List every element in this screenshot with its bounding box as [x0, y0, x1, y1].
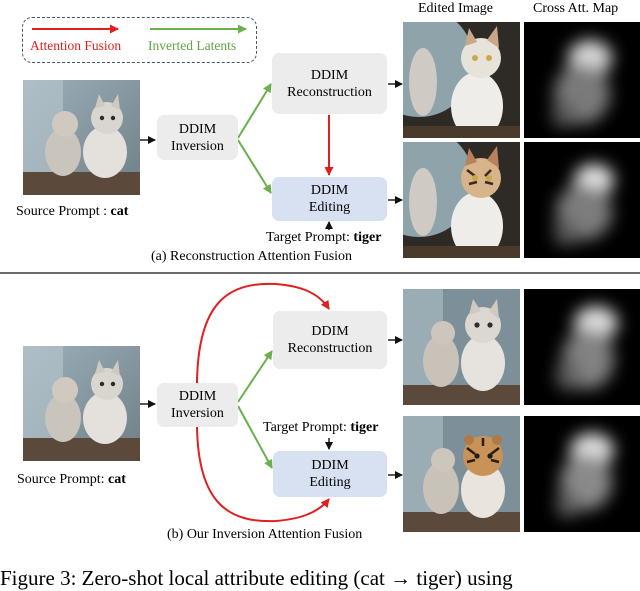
b-inversion-to-editing-arrow	[238, 406, 272, 468]
b-edited-image	[403, 416, 520, 532]
b-inversion-to-reconstruction-arrow	[238, 351, 272, 402]
a-source-prompt-label: Source Prompt :	[16, 204, 111, 219]
a-inversion-line1: DDIM	[179, 121, 216, 138]
a-target-prompt: Target Prompt: tiger	[266, 230, 381, 246]
b-editing-line2: Editing	[309, 474, 350, 491]
a-inversion-to-reconstruction-arrow	[238, 84, 271, 138]
b-inversion-line2: Inversion	[171, 405, 224, 422]
b-target-prompt: Target Prompt: tiger	[263, 420, 378, 436]
b-reconstruction-line1: DDIM	[311, 323, 348, 340]
b-ddim-editing-box: DDIM Editing	[273, 451, 387, 497]
cross-att-map-header: Cross Att. Map	[533, 1, 618, 17]
a-inversion-to-editing-arrow	[238, 140, 271, 193]
figure-caption-cutoff: Figure 3: Zero-shot local attribute edit…	[0, 566, 513, 591]
a-editing-line2: Editing	[309, 199, 350, 216]
a-ddim-inversion-box: DDIM Inversion	[157, 115, 238, 160]
legend-inverted-latents-label: Inverted Latents	[148, 38, 236, 54]
edited-image-header: Edited Image	[418, 1, 493, 17]
b-source-prompt: Source Prompt: cat	[17, 472, 126, 488]
a-source-prompt-word: cat	[111, 204, 129, 219]
legend-attention-fusion-label: Attention Fusion	[30, 38, 121, 54]
a-source-cat-image	[23, 80, 140, 195]
b-reconstruction-line2: Reconstruction	[288, 340, 373, 357]
a-edited-image	[403, 142, 520, 258]
a-ddim-editing-box: DDIM Editing	[272, 177, 387, 221]
a-reconstructed-image	[403, 22, 520, 138]
a-caption: (a) Reconstruction Attention Fusion	[151, 249, 352, 265]
a-inversion-line2: Inversion	[171, 138, 224, 155]
b-reconstruction-attention-map	[524, 289, 640, 405]
a-reconstruction-attention-map	[524, 22, 640, 138]
a-ddim-reconstruction-box: DDIM Reconstruction	[272, 53, 387, 114]
a-reconstruction-line1: DDIM	[311, 67, 348, 84]
b-source-cat-image	[23, 346, 140, 461]
b-source-prompt-word: cat	[108, 472, 126, 487]
a-target-prompt-label: Target Prompt:	[266, 230, 353, 245]
a-source-prompt: Source Prompt : cat	[16, 204, 128, 220]
b-target-prompt-label: Target Prompt:	[263, 420, 350, 435]
b-target-prompt-word: tiger	[350, 420, 378, 435]
b-ddim-reconstruction-box: DDIM Reconstruction	[273, 311, 387, 369]
a-reconstruction-line2: Reconstruction	[287, 84, 372, 101]
b-editing-attention-map	[524, 416, 640, 532]
a-target-prompt-word: tiger	[353, 230, 381, 245]
b-inversion-line1: DDIM	[179, 388, 216, 405]
b-caption: (b) Our Inversion Attention Fusion	[167, 527, 362, 543]
a-editing-attention-map	[524, 142, 640, 258]
b-reconstructed-image	[403, 289, 520, 405]
b-ddim-inversion-box: DDIM Inversion	[157, 383, 238, 427]
b-source-prompt-label: Source Prompt:	[17, 472, 108, 487]
b-editing-line1: DDIM	[311, 457, 348, 474]
a-editing-line1: DDIM	[311, 182, 348, 199]
